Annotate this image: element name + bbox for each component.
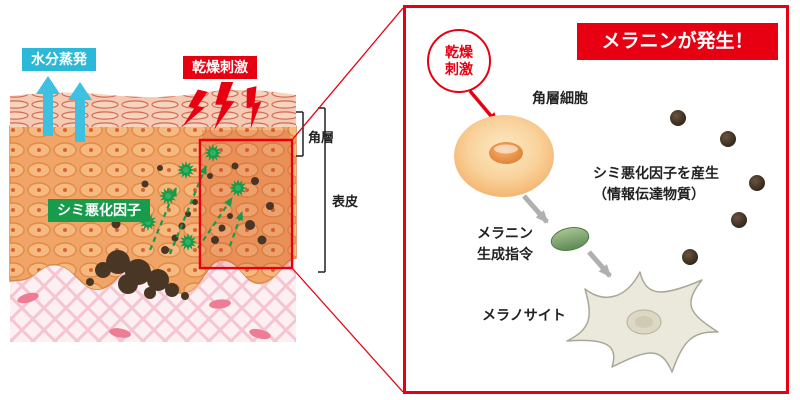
callout-line-top <box>291 7 404 141</box>
factor-production-label: シミ悪化因子を産生 （情報伝達物質） <box>593 163 719 205</box>
signal-oval <box>550 227 590 251</box>
melanin-command-label: メラニン 生成指令 <box>477 223 533 265</box>
dry-stimulus-circle-line1: 乾燥 <box>445 44 473 60</box>
melanin-banner: メラニンが発生！ <box>577 23 778 60</box>
dry-stimulus-badge: 乾燥刺激 <box>183 56 257 79</box>
melanin-command-line1: メラニン <box>477 225 533 241</box>
factor-production-line2: （情報伝達物質） <box>593 186 705 202</box>
dry-stimulus-circle-line2: 刺激 <box>445 61 473 77</box>
factor-production-line1: シミ悪化因子を産生 <box>593 165 719 181</box>
melanin-dots <box>670 110 765 265</box>
callout-line-bottom <box>291 267 404 393</box>
corneocyte-cell <box>454 115 554 197</box>
melanin-command-line2: 生成指令 <box>477 246 533 262</box>
gray-arrow-cell-to-signal <box>522 194 549 224</box>
dry-stimulus-circle: 乾燥 刺激 <box>427 29 491 93</box>
stratum-bracket <box>296 111 304 157</box>
water-evaporation-badge: 水分蒸発 <box>22 48 96 71</box>
melanocyte-label: メラノサイト <box>482 307 566 323</box>
corneocyte-label: 角層細胞 <box>532 90 588 106</box>
epidermis-layer <box>9 125 297 294</box>
epidermis-label: 表皮 <box>332 194 359 209</box>
gray-arrow-signal-to-melanocyte <box>587 250 612 278</box>
melanin-spots <box>86 162 274 300</box>
water-arrow-icons <box>36 76 92 142</box>
melanocyte-cell <box>566 271 719 373</box>
stratum-corneum-label: 角層 <box>308 130 335 145</box>
highlight-box <box>198 138 294 270</box>
spot-factor-badge: シミ悪化因子 <box>48 199 150 222</box>
